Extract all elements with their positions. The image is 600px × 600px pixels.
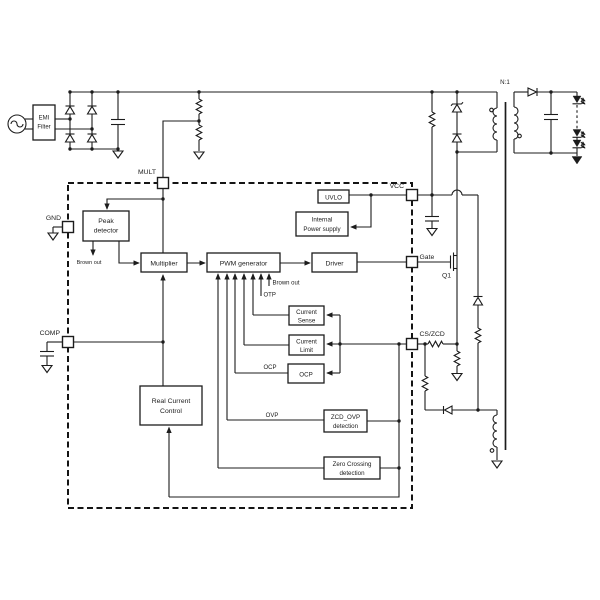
uvlo-label: UVLO bbox=[325, 195, 342, 202]
gate-pin bbox=[405, 255, 419, 269]
brown-out-output-label: Brown out bbox=[77, 260, 102, 266]
q1-label: Q1 bbox=[442, 273, 451, 280]
pin-vcc: VCC bbox=[390, 183, 419, 202]
zcd-ovp-label-2: detection bbox=[333, 423, 359, 430]
ocp-block-label: OCP bbox=[299, 372, 312, 379]
turns-ratio-label: N:1 bbox=[500, 79, 510, 86]
ac-source bbox=[7, 114, 33, 134]
block-zero-crossing-detection: Zero Crossing detection bbox=[323, 456, 381, 480]
led-string bbox=[571, 92, 585, 165]
zero-crossing-label-2: detection bbox=[339, 470, 365, 477]
output-diode-icon bbox=[527, 87, 538, 97]
vcc-pin bbox=[405, 188, 419, 202]
ic-internal-wiring: Brown out Brown out OTP OCP OVP bbox=[73, 188, 406, 498]
comp-pin bbox=[61, 335, 75, 349]
ocp-signal-label: OCP bbox=[263, 365, 276, 371]
pin-cs-zcd: CS/ZCD bbox=[405, 331, 445, 351]
phase-dot-icon bbox=[489, 448, 495, 453]
pin-gate: Gate bbox=[405, 254, 435, 269]
rcc-label-2: Control bbox=[160, 408, 182, 415]
block-ocp: OCP bbox=[287, 363, 325, 384]
junction-dots bbox=[68, 90, 553, 470]
mosfet-q1: Q1 bbox=[417, 152, 458, 344]
pwm-generator-label: PWM generator bbox=[220, 261, 268, 268]
block-internal-power-supply: Internal Power supply bbox=[295, 211, 349, 237]
cs-zcd-pin-label: CS/ZCD bbox=[420, 331, 445, 338]
pin-comp: COMP bbox=[40, 330, 75, 374]
phase-dot-icon bbox=[489, 107, 494, 113]
brown-out-input-label: Brown out bbox=[273, 281, 300, 287]
emi-filter-label-1: EMI bbox=[39, 116, 50, 122]
rcc-label-1: Real Current bbox=[152, 398, 191, 405]
block-multiplier: Multiplier bbox=[140, 252, 188, 273]
block-real-current-control: Real Current Control bbox=[139, 385, 203, 426]
emi-filter-label-2: Filter bbox=[37, 125, 50, 131]
emi-filter-block: EMI Filter bbox=[32, 104, 56, 141]
zero-crossing-label-1: Zero Crossing bbox=[333, 461, 372, 468]
gnd-pin-label: GND bbox=[46, 215, 61, 222]
ips-label-1: Internal bbox=[312, 217, 333, 224]
vcc-charge-path bbox=[417, 189, 484, 410]
otp-signal-label: OTP bbox=[264, 293, 276, 299]
current-limit-label-2: Limit bbox=[300, 347, 313, 354]
driver-label: Driver bbox=[325, 261, 344, 268]
current-sense-label-2: Sense bbox=[298, 318, 316, 325]
multiplier-label: Multiplier bbox=[150, 261, 178, 268]
output-stage bbox=[514, 87, 577, 154]
transformer: N:1 bbox=[489, 79, 522, 450]
mult-pin-label: MULT bbox=[138, 169, 156, 176]
ovp-signal-label: OVP bbox=[266, 413, 279, 419]
pin-mult: MULT bbox=[138, 169, 170, 190]
input-rails bbox=[70, 91, 497, 159]
block-current-sense: Current Sense bbox=[288, 305, 325, 326]
block-uvlo: UVLO bbox=[317, 189, 350, 204]
comp-pin-label: COMP bbox=[40, 330, 61, 337]
mult-pin bbox=[156, 176, 170, 190]
block-pwm-generator: PWM generator bbox=[206, 252, 281, 273]
current-limit-label-1: Current bbox=[296, 339, 317, 346]
block-peak-detector: Peak detector bbox=[82, 210, 130, 242]
aux-winding bbox=[478, 409, 503, 469]
cs-zcd-pin bbox=[405, 337, 419, 351]
vcc-pin-label: VCC bbox=[390, 183, 404, 190]
wire-hop-icon bbox=[451, 189, 463, 196]
gate-pin-label: Gate bbox=[420, 254, 435, 261]
phase-dot-icon bbox=[517, 133, 522, 139]
current-sense-label-1: Current bbox=[296, 309, 317, 316]
zcd-ovp-label-1: ZCD_OVP bbox=[331, 414, 360, 421]
peak-detector-label-1: Peak bbox=[98, 218, 114, 225]
block-driver: Driver bbox=[311, 252, 358, 273]
block-zcd-ovp-detection: ZCD_OVP detection bbox=[323, 409, 368, 433]
ips-label-2: Power supply bbox=[303, 226, 341, 233]
vcc-startup-network bbox=[425, 92, 439, 237]
ac-source-icon bbox=[7, 114, 27, 134]
zcd-network bbox=[421, 344, 478, 415]
pin-gnd: GND bbox=[46, 215, 75, 241]
block-current-limit: Current Limit bbox=[288, 334, 325, 356]
gnd-pin bbox=[61, 220, 75, 234]
return-arrow-icon bbox=[571, 156, 583, 165]
peak-detector-label-2: detector bbox=[94, 228, 119, 235]
